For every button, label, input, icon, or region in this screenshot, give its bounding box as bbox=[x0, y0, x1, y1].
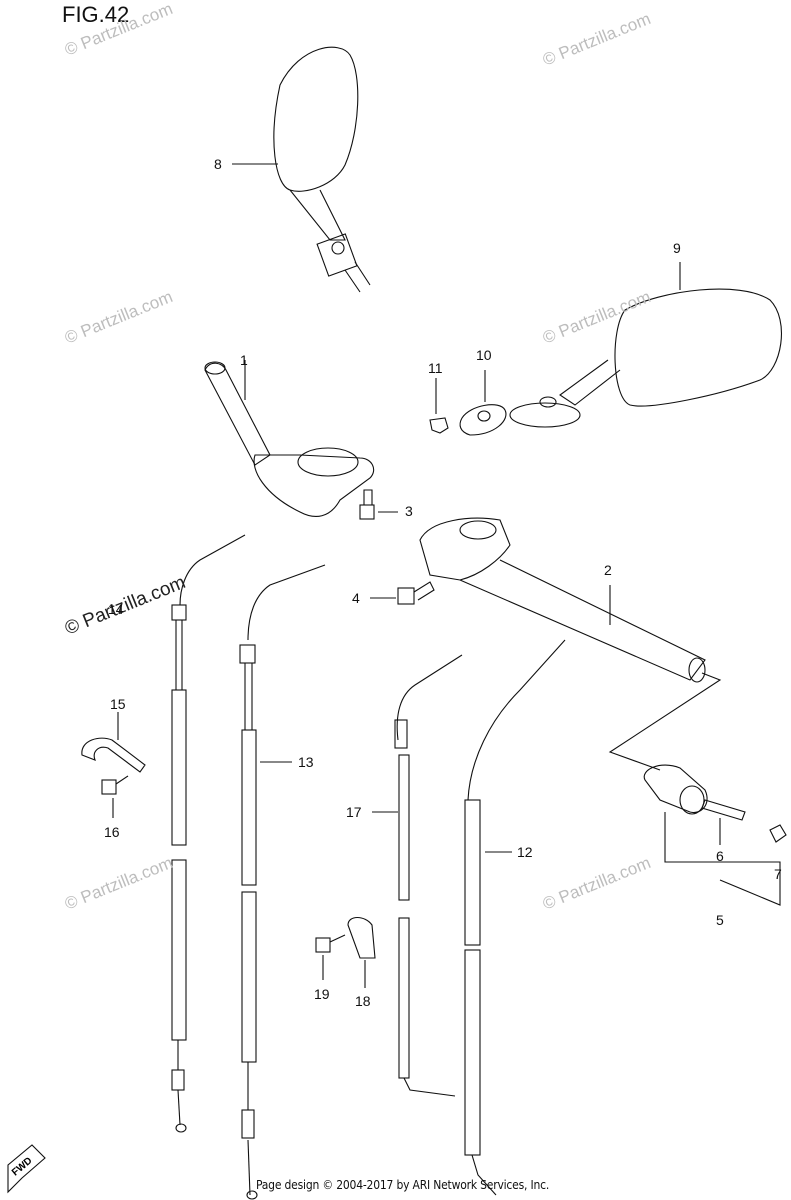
callout-7[interactable]: 7 bbox=[774, 866, 782, 882]
part-10-holder[interactable] bbox=[459, 370, 507, 436]
assembly-guide-line bbox=[608, 672, 722, 771]
part-16-bolt[interactable] bbox=[101, 775, 129, 818]
callout-13[interactable]: 13 bbox=[298, 754, 314, 770]
part-2-handlebar-right[interactable] bbox=[419, 517, 706, 683]
fwd-arrow-icon bbox=[7, 1144, 46, 1194]
callout-5[interactable]: 5 bbox=[716, 912, 724, 928]
part-4-bolt[interactable] bbox=[370, 581, 435, 605]
part-12-cable[interactable] bbox=[464, 639, 566, 1196]
callout-14[interactable]: 14 bbox=[108, 601, 124, 617]
callout-2[interactable]: 2 bbox=[604, 562, 612, 578]
part-11-screw[interactable] bbox=[429, 378, 449, 434]
callout-11[interactable]: 11 bbox=[428, 360, 443, 376]
callout-3[interactable]: 3 bbox=[405, 503, 413, 519]
part-17-cable[interactable] bbox=[372, 654, 463, 1097]
part-14-cable[interactable] bbox=[171, 534, 246, 1133]
part-15-bracket[interactable] bbox=[81, 712, 146, 773]
callout-12[interactable]: 12 bbox=[517, 844, 533, 860]
part-9-mirror[interactable] bbox=[509, 262, 782, 428]
callout-9[interactable]: 9 bbox=[673, 240, 681, 256]
callout-19[interactable]: 19 bbox=[314, 986, 330, 1002]
part-8-mirror[interactable] bbox=[232, 46, 371, 293]
callout-17[interactable]: 17 bbox=[346, 804, 362, 820]
part-3-bolt[interactable] bbox=[359, 489, 398, 520]
callout-8[interactable]: 8 bbox=[214, 156, 222, 172]
part-18-clamp[interactable] bbox=[347, 916, 376, 989]
part-7-nut[interactable] bbox=[769, 824, 787, 843]
part-13-cable[interactable] bbox=[239, 564, 326, 1200]
callout-18[interactable]: 18 bbox=[355, 993, 371, 1009]
part-6-bolt[interactable] bbox=[701, 799, 746, 845]
page-footer: Page design © 2004-2017 by ARI Network S… bbox=[256, 1178, 550, 1192]
callout-4[interactable]: 4 bbox=[352, 590, 360, 606]
figure-title: FIG.42 bbox=[62, 2, 130, 27]
part-19-bolt[interactable] bbox=[315, 934, 346, 980]
callout-6[interactable]: 6 bbox=[716, 848, 724, 864]
callout-1[interactable]: 1 bbox=[240, 352, 248, 368]
callout-16[interactable]: 16 bbox=[104, 824, 120, 840]
part-1-handlebar-left[interactable] bbox=[204, 360, 375, 518]
callout-15[interactable]: 15 bbox=[110, 696, 126, 712]
callout-10[interactable]: 10 bbox=[476, 347, 492, 363]
part-5-balancer-assy[interactable] bbox=[643, 764, 781, 906]
